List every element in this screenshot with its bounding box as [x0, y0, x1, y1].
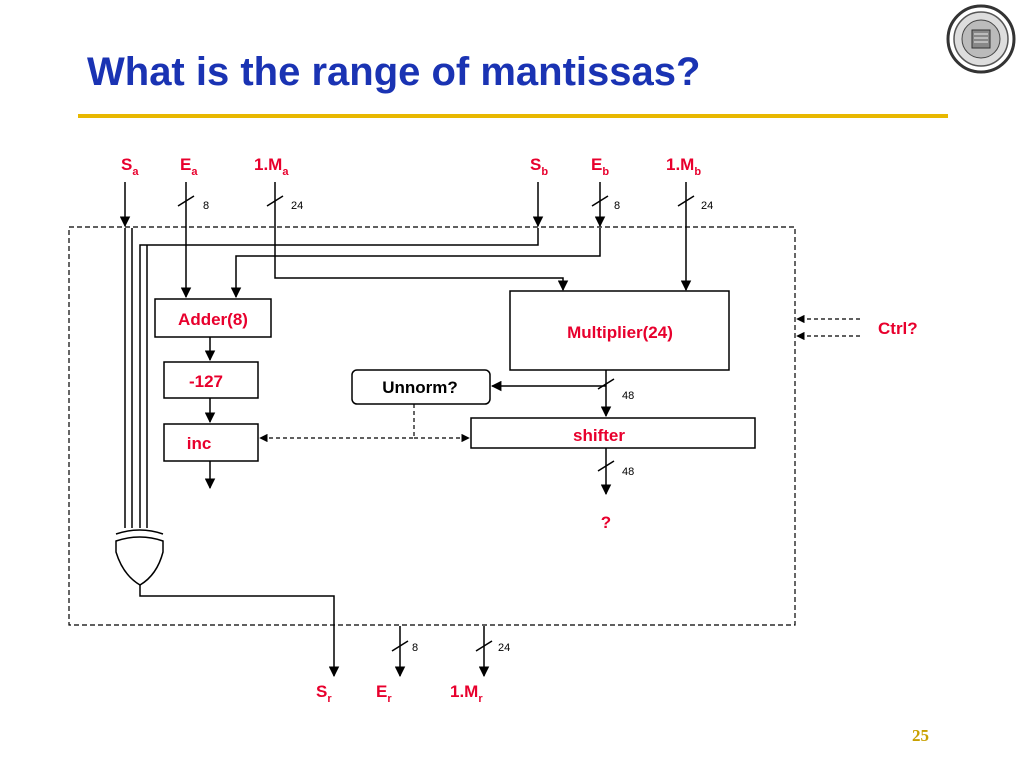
minus127-label: -127	[189, 372, 223, 391]
input-ma-label: 1.Ma	[254, 155, 289, 178]
er-bus-slash	[391, 640, 409, 652]
result-question-mark: ?	[601, 513, 611, 532]
eb-bus-width: 8	[614, 200, 620, 212]
multiplier-label: Multiplier(24)	[567, 323, 673, 342]
xor-gate	[115, 529, 164, 586]
sb-wire	[139, 228, 539, 528]
mb-bus-slash	[677, 195, 695, 207]
multiplier-block	[509, 290, 730, 371]
mult-out-bus-slash	[597, 378, 615, 390]
ma-wire	[274, 182, 569, 292]
datapath-boundary	[68, 226, 796, 626]
unnorm-label: Unnorm?	[382, 378, 458, 397]
unnorm-to-inc	[259, 404, 415, 443]
input-ea-label: Ea	[180, 155, 198, 178]
mr-bus-width: 24	[498, 642, 510, 654]
ea-bus-width: 8	[203, 200, 209, 212]
title-divider	[78, 114, 948, 118]
university-seal-logo	[946, 4, 1016, 74]
eb-wire	[230, 228, 601, 299]
shifter-block	[470, 417, 756, 449]
output-er-label: Er	[376, 682, 392, 705]
shift-out-bus-width: 48	[622, 466, 634, 478]
adder-block	[154, 298, 272, 338]
ea-bus-slash	[177, 195, 195, 207]
unnorm-block	[351, 369, 491, 405]
mr-bus-slash	[475, 640, 493, 652]
input-sb-label: Sb	[530, 155, 548, 178]
sr-wire	[139, 585, 340, 678]
output-sr-label: Sr	[316, 682, 332, 705]
shifter-label: shifter	[573, 426, 625, 445]
mult-out-bus-width: 48	[622, 390, 634, 402]
ctrl-label: Ctrl?	[878, 319, 918, 338]
page-number: 25	[912, 726, 929, 745]
inc-block	[163, 423, 259, 462]
input-sa-label: Sa	[121, 155, 139, 178]
mb-bus-width: 24	[701, 200, 713, 212]
shift-out-bus-slash	[597, 460, 615, 472]
minus127-block	[163, 361, 259, 399]
inc-label: inc	[187, 434, 212, 453]
input-mb-label: 1.Mb	[666, 155, 701, 178]
er-bus-width: 8	[412, 642, 418, 654]
input-eb-label: Eb	[591, 155, 609, 178]
adder-label: Adder(8)	[178, 310, 248, 329]
ma-bus-slash	[266, 195, 284, 207]
eb-bus-slash	[591, 195, 609, 207]
slide-title: What is the range of mantissas?	[87, 50, 701, 94]
ma-bus-width: 24	[291, 200, 303, 212]
output-mr-label: 1.Mr	[450, 682, 483, 705]
